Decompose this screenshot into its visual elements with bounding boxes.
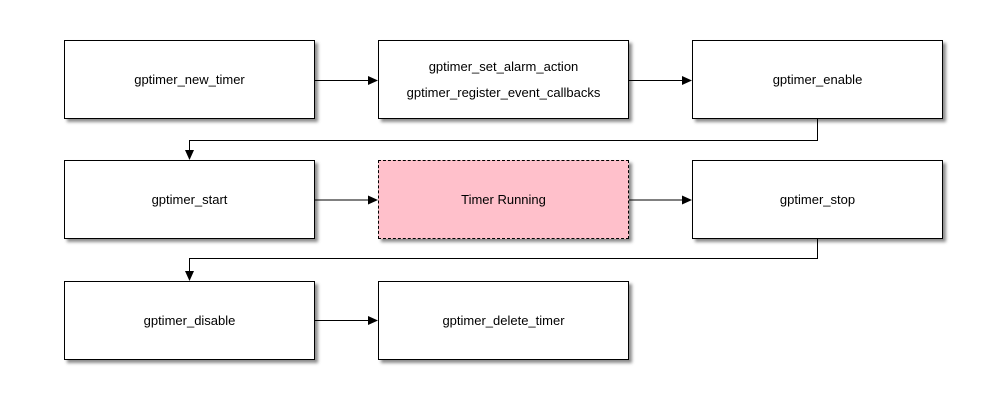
node-label: gptimer_disable bbox=[143, 312, 236, 328]
arrow-stop-to-disable bbox=[189, 239, 818, 272]
node-gptimer-delete-timer: gptimer_delete_timer bbox=[378, 281, 629, 360]
node-gptimer-disable: gptimer_disable bbox=[64, 281, 315, 360]
arrowhead bbox=[368, 76, 378, 85]
node-configure: gptimer_set_alarm_action gptimer_registe… bbox=[378, 40, 629, 119]
node-label: gptimer_new_timer bbox=[134, 71, 245, 87]
arrow-enable-to-start bbox=[189, 119, 818, 151]
node-timer-running: Timer Running bbox=[378, 160, 629, 239]
arrowhead bbox=[368, 195, 378, 205]
arrowhead bbox=[185, 271, 194, 281]
node-gptimer-enable: gptimer_enable bbox=[692, 40, 943, 119]
node-label: gptimer_start bbox=[151, 191, 228, 207]
node-label: Timer Running bbox=[461, 191, 546, 207]
arrowhead bbox=[368, 316, 378, 325]
node-label: gptimer_stop bbox=[779, 191, 856, 207]
node-gptimer-start: gptimer_start bbox=[64, 160, 315, 239]
node-gptimer-stop: gptimer_stop bbox=[692, 160, 943, 239]
arrowhead bbox=[185, 150, 194, 160]
node-gptimer-new-timer: gptimer_new_timer bbox=[64, 40, 315, 119]
node-label: gptimer_enable bbox=[772, 71, 863, 87]
arrowhead bbox=[682, 76, 692, 85]
node-label: gptimer_set_alarm_action bbox=[428, 58, 579, 74]
node-label: gptimer_register_event_callbacks bbox=[406, 84, 601, 100]
arrowhead bbox=[682, 195, 692, 205]
node-label: gptimer_delete_timer bbox=[442, 312, 565, 328]
